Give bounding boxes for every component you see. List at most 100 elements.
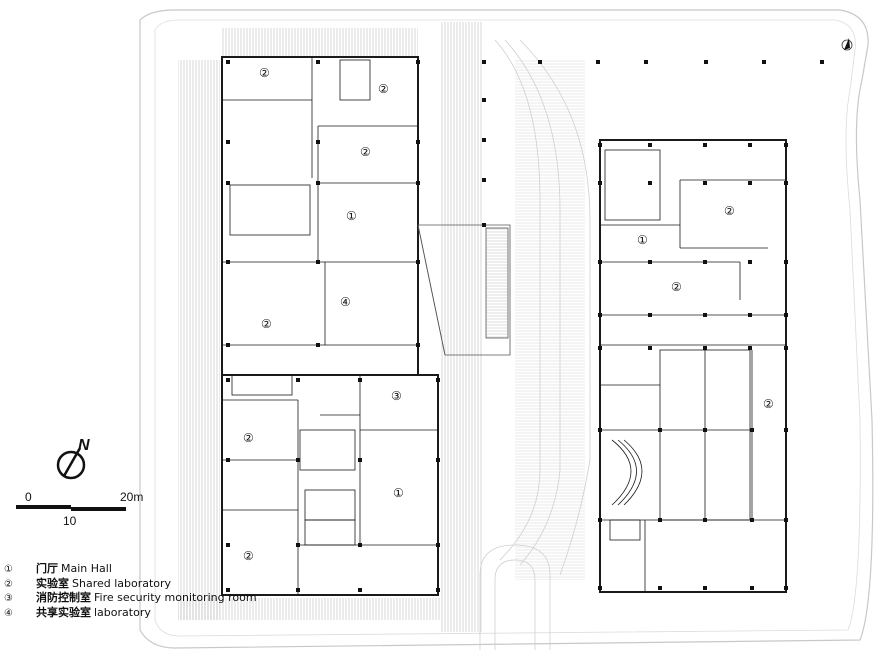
column	[784, 428, 788, 432]
column	[226, 588, 230, 592]
column	[648, 346, 652, 350]
column	[296, 458, 300, 462]
scale-bar	[16, 505, 126, 511]
column	[703, 518, 707, 522]
column	[226, 343, 230, 347]
column	[750, 518, 754, 522]
column	[748, 260, 752, 264]
column	[703, 313, 707, 317]
column	[416, 140, 420, 144]
column	[482, 60, 486, 64]
column	[748, 313, 752, 317]
column	[482, 223, 486, 227]
legend-item: ④ 共享实验室 laboratory	[4, 605, 151, 619]
hatch-south	[178, 598, 440, 620]
column	[598, 428, 602, 432]
column	[703, 586, 707, 590]
column	[703, 260, 707, 264]
column	[226, 543, 230, 547]
column	[784, 346, 788, 350]
column	[784, 143, 788, 147]
room-number: ②	[243, 549, 254, 563]
column	[748, 346, 752, 350]
column	[358, 543, 362, 547]
plaza-curves	[479, 39, 591, 650]
north-arrow-small-icon	[841, 38, 853, 51]
column	[436, 543, 440, 547]
column	[750, 428, 754, 432]
column	[416, 343, 420, 347]
column	[784, 586, 788, 590]
column	[703, 181, 707, 185]
column	[648, 181, 652, 185]
legend-item: ③ 消防控制室 Fire security monitoring room	[4, 591, 257, 604]
column	[703, 346, 707, 350]
column	[482, 138, 486, 142]
legend-item: ① 门厅 Main Hall	[4, 562, 112, 575]
column	[648, 260, 652, 264]
legend-item: ② 实验室 Shared laboratory	[4, 576, 172, 590]
column	[748, 143, 752, 147]
column	[358, 458, 362, 462]
east-building	[599, 139, 787, 593]
column	[416, 260, 420, 264]
room-number: ④	[340, 295, 351, 309]
compass-icon	[56, 447, 86, 480]
column	[296, 588, 300, 592]
column	[648, 313, 652, 317]
column	[436, 378, 440, 382]
column	[784, 260, 788, 264]
column	[658, 428, 662, 432]
column	[598, 518, 602, 522]
room-number: ②	[378, 82, 389, 96]
column	[598, 181, 602, 185]
room-number: ①	[393, 486, 404, 500]
column	[750, 586, 754, 590]
hatch-center	[440, 22, 482, 632]
column	[226, 140, 230, 144]
column	[598, 586, 602, 590]
column	[296, 543, 300, 547]
column	[226, 378, 230, 382]
site-boundary	[139, 9, 874, 649]
hatch-west	[178, 60, 220, 620]
scale-label-twenty: 20m	[120, 490, 144, 504]
column	[358, 588, 362, 592]
room-number: ②	[243, 431, 254, 445]
column	[538, 60, 542, 64]
column	[598, 143, 602, 147]
hatch-plaza	[515, 60, 585, 580]
column	[658, 518, 662, 522]
legend: ① 门厅 Main Hall ② 实验室 Shared laboratory ③…	[4, 562, 257, 620]
room-number: ②	[763, 397, 774, 411]
column	[316, 60, 320, 64]
columns	[226, 60, 824, 592]
column	[482, 178, 486, 182]
room-number: ③	[391, 389, 402, 403]
column	[436, 458, 440, 462]
column	[784, 313, 788, 317]
column	[416, 60, 420, 64]
column	[316, 260, 320, 264]
column	[598, 313, 602, 317]
column	[436, 588, 440, 592]
site-inner-boundary	[154, 19, 861, 637]
room-number: ②	[671, 280, 682, 294]
column	[358, 378, 362, 382]
column	[784, 181, 788, 185]
column	[703, 143, 707, 147]
scale-label-ten: 10	[63, 514, 77, 528]
column	[316, 140, 320, 144]
column	[748, 181, 752, 185]
room-number: ①	[637, 233, 648, 247]
column	[658, 586, 662, 590]
column	[820, 60, 824, 64]
column	[296, 378, 300, 382]
room-number: ①	[346, 209, 357, 223]
column	[226, 60, 230, 64]
column	[648, 143, 652, 147]
column	[784, 518, 788, 522]
column	[644, 60, 648, 64]
compass-north-label: N	[78, 437, 90, 454]
